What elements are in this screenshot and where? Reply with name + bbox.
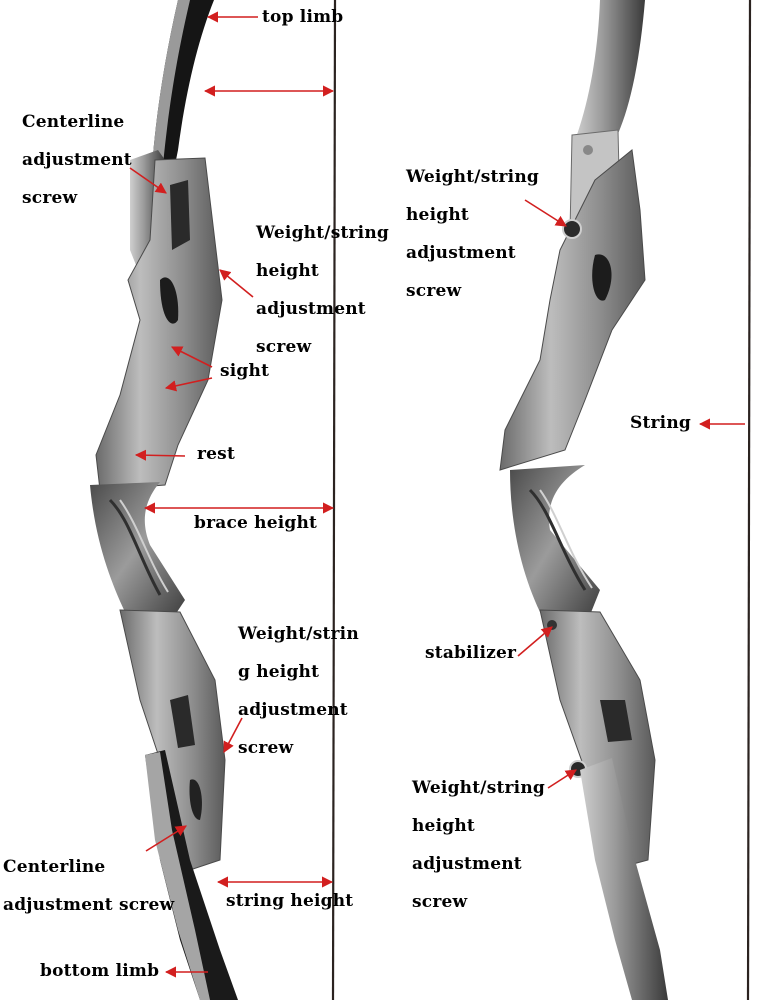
label-string: String [630,413,691,433]
label-centerline-screw-bottom: Centerline adjustment screw [3,848,174,924]
arrow-weight-bottom-left [223,717,243,753]
label-centerline-screw-top: Centerline adjustment screw [22,103,132,217]
arrow-rest [134,449,186,461]
label-line: adjustment screw [3,895,175,915]
arrow-centerline-bottom [145,825,187,852]
arrow-stabilizer [517,626,553,657]
arrow-sight-1 [170,346,213,368]
label-brace-height: brace height [194,513,318,533]
left-top-limb [150,0,214,205]
arrow-weight-top-right [524,199,567,227]
label-top-limb: top limb [262,7,344,27]
label-bottom-limb: bottom limb [40,961,160,981]
callout-arrows [129,11,745,978]
right-top-screw [562,219,582,239]
label-line: Centerline [22,112,125,132]
right-top-limb [575,0,645,140]
label-line: g height [238,662,320,682]
label-line: adjustment [22,150,132,170]
label-line: Weight/string [406,167,539,187]
label-line: Centerline [3,857,106,877]
label-stabilizer: stabilizer [425,643,517,663]
label-line: screw [406,281,462,301]
label-weight-screw-top-left: Weight/string height adjustment screw [256,214,389,366]
right-bottom-limb [580,758,668,1000]
label-line: height [256,261,319,281]
label-line: adjustment [406,243,516,263]
label-line: screw [22,188,78,208]
arrow-weight-bottom-right [547,769,577,789]
label-line: screw [256,337,312,357]
label-weight-screw-bottom-left: Weight/strin g height adjustment screw [238,615,359,767]
arrow-centerline-top [129,167,167,194]
label-weight-screw-top-right: Weight/string height adjustment screw [406,158,539,310]
right-grip [510,465,600,615]
label-line: Weight/strin [238,624,359,644]
arrow-weight-top-left [219,269,254,298]
left-bow-string [331,0,337,1000]
right-bow [499,0,752,1000]
label-sight: sight [220,361,270,381]
right-bow-string [746,0,752,1000]
label-rest: rest [197,444,235,464]
label-string-height: string height [226,891,354,911]
label-weight-screw-bottom-right: Weight/string height adjustment screw [412,769,545,921]
label-line: adjustment [238,700,348,720]
label-line: Weight/string [256,223,389,243]
label-line: screw [238,738,294,758]
label-line: screw [412,892,468,912]
label-line: adjustment [412,854,522,874]
left-bow [90,0,337,1000]
label-line: adjustment [256,299,366,319]
label-line: height [406,205,469,225]
arrow-sight-2 [164,377,213,392]
right-lower-riser [539,609,656,871]
label-line: Weight/string [412,778,545,798]
label-line: height [412,816,475,836]
right-riser [499,149,646,471]
